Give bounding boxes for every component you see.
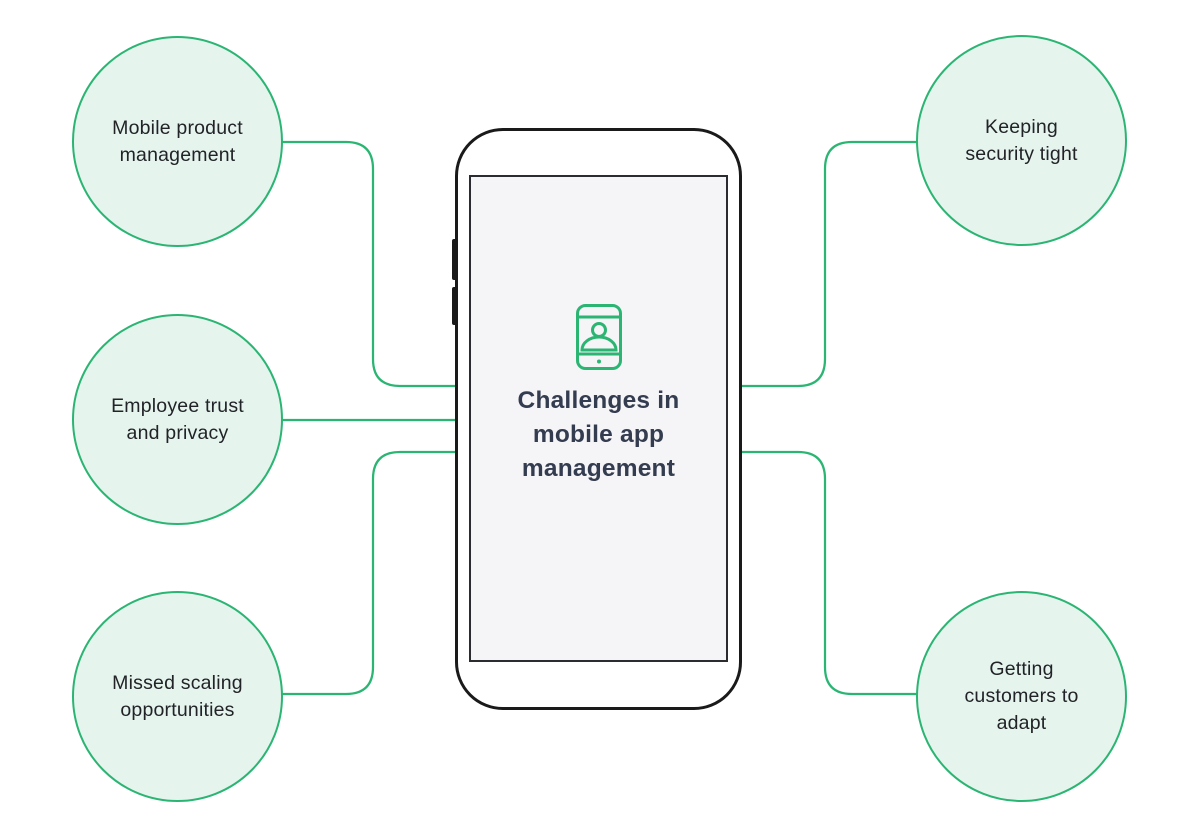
node-label: Keeping security tight bbox=[965, 115, 1078, 165]
node-employee-trust-and-privacy: Employee trust and privacy bbox=[72, 314, 283, 525]
phone-screen: Challenges in mobile app management bbox=[469, 175, 728, 662]
phone-side-button-bottom bbox=[452, 287, 457, 325]
node-missed-scaling-opportunities: Missed scaling opportunities bbox=[72, 591, 283, 802]
node-mobile-product-management: Mobile product management bbox=[72, 36, 283, 247]
connector-bottom-right bbox=[740, 450, 919, 696]
connector-top-left bbox=[281, 140, 458, 388]
node-label: Missed scaling opportunities bbox=[112, 671, 243, 721]
node-label: Mobile product management bbox=[112, 116, 243, 166]
node-keeping-security-tight: Keeping security tight bbox=[916, 35, 1127, 246]
mobile-user-icon bbox=[575, 304, 622, 370]
phone-side-button-top bbox=[452, 239, 457, 280]
phone-illustration: Challenges in mobile app management bbox=[452, 128, 742, 710]
node-label: Employee trust and privacy bbox=[111, 394, 244, 444]
connector-top-right bbox=[740, 140, 919, 388]
connector-bottom-left bbox=[281, 450, 458, 696]
node-getting-customers-to-adapt: Getting customers to adapt bbox=[916, 591, 1127, 802]
diagram-title: Challenges in mobile app management bbox=[517, 387, 680, 482]
node-label: Getting customers to adapt bbox=[964, 658, 1079, 734]
